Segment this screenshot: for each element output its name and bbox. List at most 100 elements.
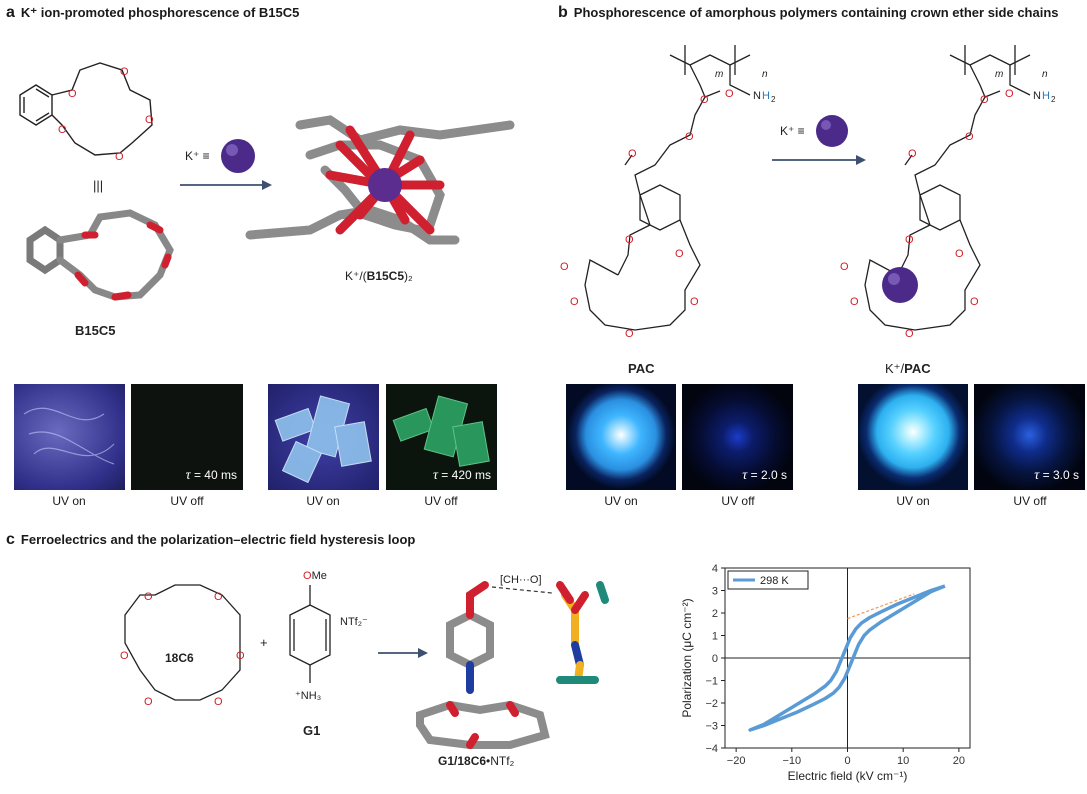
svg-text:O: O	[570, 296, 579, 308]
panel-b-title-text: Phosphorescence of amorphous polymers co…	[573, 5, 1059, 20]
svg-text:O: O	[850, 296, 859, 308]
svg-text:O: O	[628, 148, 637, 160]
svg-text:O: O	[965, 131, 974, 143]
legend-box	[727, 570, 809, 590]
caption-b4: UV off	[1013, 494, 1047, 508]
y-tick-label: 0	[712, 653, 718, 665]
y-tick-label: −1	[705, 676, 718, 688]
o-atom: O	[120, 66, 129, 78]
equiv-symbol: |||	[93, 178, 103, 193]
b15c5-structure	[19, 62, 153, 156]
svg-text:n: n	[762, 69, 768, 80]
k-ion-sphere	[221, 139, 255, 173]
svg-text:O: O	[214, 591, 223, 603]
caption-a3: UV on	[306, 494, 340, 508]
x-axis-label: Electric field (kV cm⁻¹)	[788, 769, 908, 783]
o-atom: O	[145, 114, 154, 126]
panel-b-title: b Phosphorescence of amorphous polymers c…	[558, 4, 1059, 22]
y-tick-label: 4	[712, 563, 718, 575]
k-ion-label: K⁺ ≡	[185, 149, 210, 163]
kpac-label: K⁺/PAC	[885, 361, 931, 376]
panel-a-letter: a	[6, 4, 15, 21]
y-tick-label: 2	[712, 608, 718, 620]
y-tick-label: −4	[705, 743, 718, 755]
panel-c-title-text: Ferroelectrics and the polarization–elec…	[20, 532, 416, 547]
counterion-label: NTf₂⁻	[340, 616, 368, 628]
tau-a2: τ = 40 ms	[185, 468, 237, 483]
svg-text:O: O	[690, 296, 699, 308]
svg-text:m: m	[715, 69, 723, 80]
y-axis-label: Polarization (μC cm⁻²)	[680, 598, 694, 717]
tau-b2: τ = 2.0 s	[742, 468, 787, 483]
photo-a1	[14, 384, 125, 490]
x-tick-label: 0	[844, 755, 850, 767]
svg-text:O: O	[908, 148, 917, 160]
svg-text:2: 2	[1051, 95, 1056, 104]
caption-a4: UV off	[424, 494, 458, 508]
o-atom: O	[115, 151, 124, 163]
caption-a2: UV off	[170, 494, 204, 508]
panel-b-letter: b	[558, 4, 568, 21]
extrapolation-line	[847, 593, 915, 620]
caption-a1: UV on	[52, 494, 86, 508]
b-k-ion-label: K⁺ ≡	[780, 124, 805, 138]
svg-text:O: O	[725, 88, 734, 100]
y-tick-label: −2	[705, 698, 718, 710]
svg-text:O: O	[970, 296, 979, 308]
x-tick-label: 20	[953, 755, 965, 767]
svg-text:O: O	[1005, 88, 1014, 100]
svg-text:O: O	[144, 696, 153, 708]
svg-text:O: O	[700, 94, 709, 106]
svg-text:O: O	[625, 328, 634, 340]
b15c5-label: B15C5	[75, 323, 115, 338]
18c6-structure	[124, 584, 241, 701]
svg-text:O: O	[675, 248, 684, 260]
svg-text:N: N	[1033, 90, 1041, 102]
caption-b1: UV on	[604, 494, 638, 508]
panel-a-title-text: K⁺ ion-promoted phosphorescence of B15C5	[20, 5, 300, 20]
x-tick-label: 10	[897, 755, 909, 767]
svg-text:H: H	[762, 90, 770, 102]
svg-text:N: N	[753, 90, 761, 102]
18c6-o-atoms: O O O O O O	[120, 591, 245, 708]
plus-sign: +	[260, 635, 268, 650]
panel-c-letter: c	[6, 531, 15, 548]
svg-text:n: n	[1042, 69, 1048, 80]
svg-text:O: O	[625, 234, 634, 246]
g1-label: G1	[303, 723, 320, 738]
svg-text:O: O	[144, 591, 153, 603]
svg-text:O: O	[980, 94, 989, 106]
complex-label: K⁺/(B15C5)₂	[345, 269, 413, 283]
methoxy-label: OMe	[303, 570, 327, 582]
pac-label: PAC	[628, 361, 655, 376]
photo-a4: τ = 420 ms	[386, 384, 497, 490]
photo-b3	[858, 384, 968, 490]
k-ion-center	[368, 168, 402, 202]
svg-text:m: m	[995, 69, 1003, 80]
ammonium-label: ⁺NH₃	[295, 690, 321, 702]
photo-b1	[566, 384, 676, 490]
svg-text:O: O	[120, 650, 129, 662]
b15c5-3d-model	[26, 209, 174, 301]
x-tick-label: −10	[782, 755, 801, 767]
tau-b4: τ = 3.0 s	[1034, 468, 1079, 483]
photo-b4: τ = 3.0 s	[974, 384, 1085, 490]
g1-structure	[289, 585, 331, 683]
18c6-label: 18C6	[165, 651, 194, 665]
hysteresis-loop	[748, 584, 946, 732]
panel-c-scheme: O O O O O O 18C6 + OMe ⁺NH₃ NTf₂⁻ G1 [CH···O…	[120, 570, 609, 768]
complex-3d-model	[245, 115, 515, 245]
y-tick-label: −3	[705, 721, 718, 733]
svg-text:2: 2	[771, 95, 776, 104]
svg-text:O: O	[905, 328, 914, 340]
photo-a3	[268, 384, 379, 490]
svg-text:O: O	[236, 650, 245, 662]
panel-a-title: a K⁺ ion-promoted phosphorescence of B15C…	[6, 4, 299, 22]
svg-text:O: O	[214, 696, 223, 708]
x-tick-label: −20	[727, 755, 746, 767]
hbond-label: [CH···O]	[500, 574, 542, 586]
svg-text:H: H	[1042, 90, 1050, 102]
